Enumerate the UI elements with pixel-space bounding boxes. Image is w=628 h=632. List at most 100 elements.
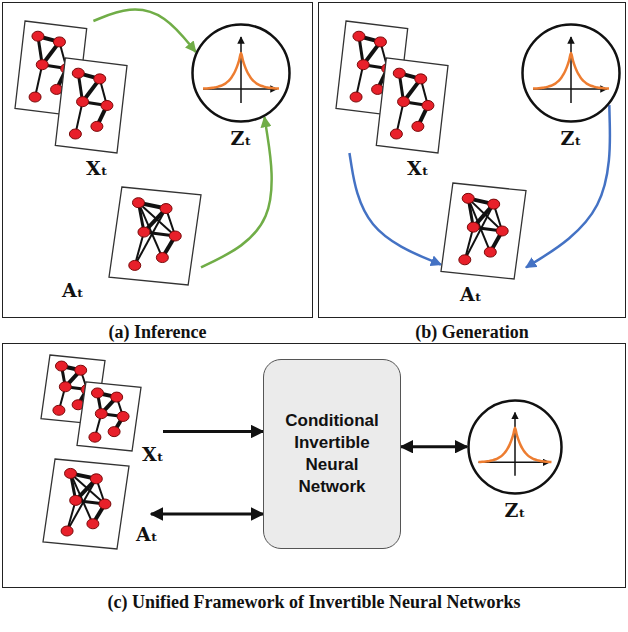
distribution-symbol xyxy=(521,23,621,123)
graph-vertex xyxy=(111,392,123,402)
graph-vertex xyxy=(70,495,82,505)
connector-arrow xyxy=(201,117,272,267)
graph-plane xyxy=(109,187,201,285)
distribution-symbol xyxy=(467,399,563,495)
graph-illustration: Xₜ xyxy=(336,21,448,153)
graph-vertex xyxy=(91,388,103,398)
graph-vertex xyxy=(61,526,73,536)
graph-vertex xyxy=(459,255,471,265)
process-box: Conditional Invertible Neural Network xyxy=(263,359,401,549)
plane-outline xyxy=(376,58,448,153)
graph-plane xyxy=(55,58,127,153)
graph-vertex xyxy=(415,74,427,84)
graph-vertex xyxy=(357,60,369,70)
connector-arrow xyxy=(93,10,195,52)
variable-label: Zₜ xyxy=(505,499,526,521)
graph-edge xyxy=(468,198,490,252)
variable-label: Aₜ xyxy=(136,523,158,545)
connector-arrow xyxy=(151,512,263,515)
variable-label: Aₜ xyxy=(62,279,84,301)
panel-caption: (c) Unified Framework of Invertible Neur… xyxy=(0,592,628,613)
graph-vertex xyxy=(101,100,113,110)
graph-vertex xyxy=(398,97,410,107)
graph-symbol xyxy=(336,21,448,153)
connector-arrow xyxy=(163,430,263,433)
graph-vertex xyxy=(36,60,48,70)
plane-outline xyxy=(441,183,526,279)
variable-label: Aₜ xyxy=(460,283,482,305)
graph-plane xyxy=(77,382,141,451)
graph-vertex xyxy=(484,247,496,257)
graph-vertex xyxy=(138,227,150,237)
axes xyxy=(203,37,277,103)
graph-plane xyxy=(43,459,129,549)
plane-outline xyxy=(55,58,127,153)
variable-label: Xₜ xyxy=(86,157,108,179)
distribution-curve xyxy=(479,428,552,462)
graph-vertex xyxy=(53,405,65,415)
graph-vertex xyxy=(99,499,111,509)
graph-vertex xyxy=(72,68,84,78)
graph-vertex xyxy=(412,121,424,131)
graph-vertex xyxy=(32,31,44,41)
graph-illustration: Aₜ xyxy=(109,187,201,285)
connector-arrow xyxy=(401,445,467,448)
plane-outline xyxy=(109,187,201,285)
graph-vertex xyxy=(91,121,103,131)
connector-arrow xyxy=(526,105,610,267)
graph-symbol xyxy=(43,459,129,549)
graph-vertex xyxy=(75,365,87,375)
plane-outline xyxy=(43,459,129,549)
graph-illustration: Aₜ xyxy=(43,459,129,549)
figure-panel: (a) InferenceXₜZₜAₜ xyxy=(2,2,313,318)
graph-vertex xyxy=(29,92,41,102)
figure-panel: (b) GenerationXₜZₜAₜ xyxy=(318,2,626,318)
variable-label: Zₜ xyxy=(561,127,582,149)
box-label: Conditional Invertible Neural Network xyxy=(274,410,390,498)
latent-circle xyxy=(469,401,562,494)
latent-circle xyxy=(193,25,290,122)
graph-vertex xyxy=(462,193,474,203)
latent-distribution: Zₜ xyxy=(521,23,621,123)
graph-vertex xyxy=(108,427,120,437)
graph-vertex xyxy=(65,468,77,478)
graph-plane xyxy=(441,183,526,279)
graph-vertex xyxy=(393,68,405,78)
graph-vertex xyxy=(59,382,71,392)
latent-distribution: Zₜ xyxy=(467,399,563,495)
axes xyxy=(533,37,607,103)
latent-distribution: Zₜ xyxy=(191,23,291,123)
graph-symbol xyxy=(109,187,201,285)
graph-vertex xyxy=(77,97,89,107)
graph-vertex xyxy=(422,100,434,110)
graph-vertex xyxy=(160,204,172,214)
distribution-curve xyxy=(533,53,609,89)
panel-caption: (b) Generation xyxy=(299,322,628,343)
distribution-curve xyxy=(203,53,279,89)
graph-vertex xyxy=(90,474,102,484)
graph-vertex xyxy=(169,231,181,241)
graph-vertex xyxy=(117,411,129,421)
graph-illustration: Aₜ xyxy=(441,183,526,279)
distribution-symbol xyxy=(191,23,291,123)
figure-panel: (c) Unified Framework of Invertible Neur… xyxy=(2,343,626,588)
graph-vertex xyxy=(94,74,106,84)
graph-symbol xyxy=(41,355,141,451)
graph-vertex xyxy=(156,253,168,263)
graph-edge xyxy=(138,203,162,258)
latent-circle xyxy=(523,25,620,122)
graph-vertex xyxy=(390,129,402,139)
graph-vertex xyxy=(87,519,99,529)
variable-label: Xₜ xyxy=(407,157,429,179)
graph-vertex xyxy=(53,37,65,47)
graph-vertex xyxy=(132,198,144,208)
graph-vertex xyxy=(488,199,500,209)
graph-vertex xyxy=(496,226,508,236)
graph-vertex xyxy=(350,92,362,102)
graph-plane xyxy=(376,58,448,153)
graph-symbol xyxy=(15,21,127,153)
graph-vertex xyxy=(95,409,107,419)
plane-outline xyxy=(77,382,141,451)
